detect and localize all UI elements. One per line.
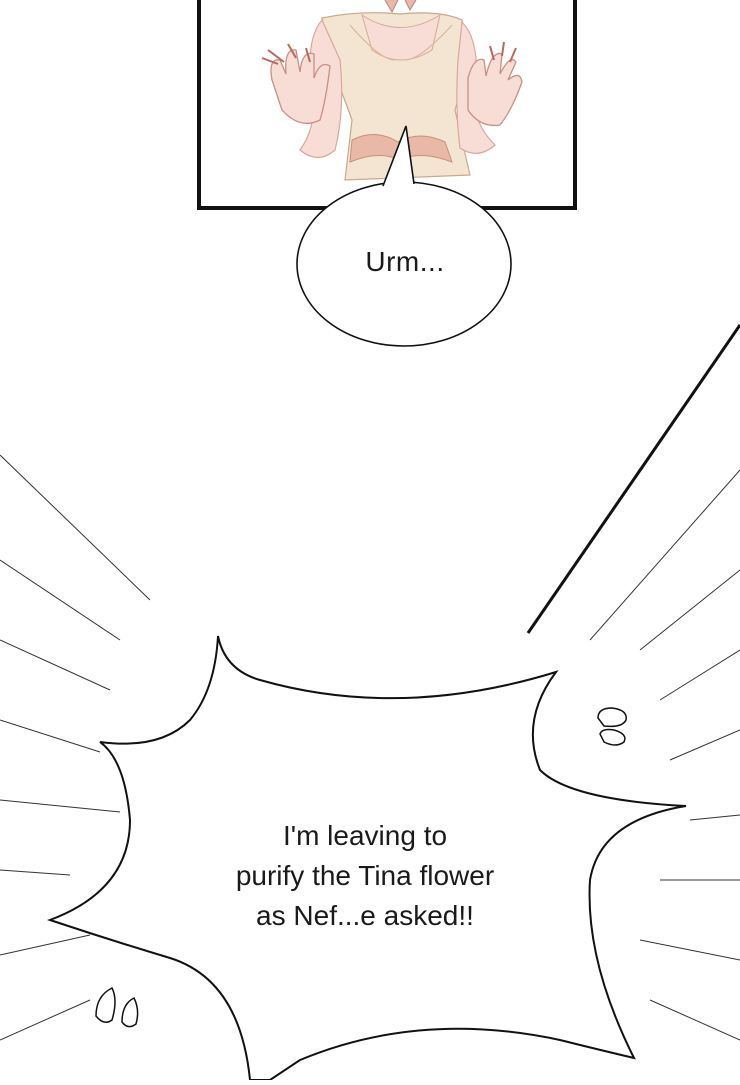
bubble-large-text: I'm leaving to purify the Tina flower as… (190, 816, 540, 936)
bubble-large-line-1: I'm leaving to (282, 820, 448, 851)
left-nails (261, 43, 311, 65)
bubble-large-line-2: purify the Tina flower (235, 860, 495, 891)
left-hand (270, 49, 331, 124)
right-nails (489, 41, 517, 63)
sweat-drops-right (597, 707, 627, 746)
focus-lines (0, 454, 740, 1041)
character-figure (261, 0, 523, 181)
bubble-small-text: Urm... (365, 246, 445, 277)
bubble-large-line-3: as Nef...e asked!! (256, 900, 474, 931)
right-hand (467, 52, 523, 127)
bubble-small-tail (382, 125, 415, 187)
panel-divider-line (526, 324, 740, 634)
speech-bubble-small (296, 125, 512, 347)
speech-bubble-large (47, 635, 687, 1081)
sweat-drops-left (95, 986, 139, 1028)
top-panel (197, 0, 577, 210)
